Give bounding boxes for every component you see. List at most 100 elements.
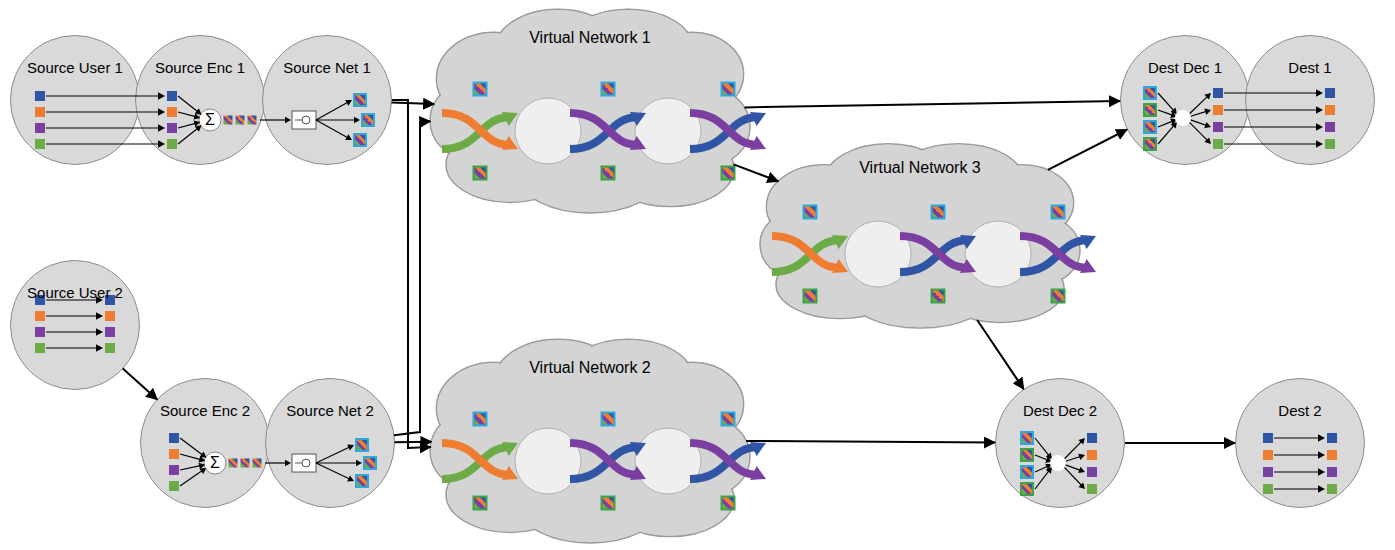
packet-square <box>722 497 735 510</box>
flow-line <box>46 143 159 144</box>
node-title: Source Net 1 <box>262 59 392 76</box>
packet-square <box>167 139 177 149</box>
circle-outline <box>135 35 265 165</box>
sum-symbol: Σ <box>210 455 220 471</box>
network-node <box>635 98 701 164</box>
node-circle: Source Net 2 <box>265 378 395 508</box>
cloud-fill <box>431 414 506 488</box>
virtual-network-cloud: Virtual Network 3 <box>760 140 1080 330</box>
packet-square <box>1087 433 1097 443</box>
flow-line <box>1274 437 1319 438</box>
connector-arrow <box>1048 130 1127 170</box>
cloud-fill <box>761 211 836 278</box>
node-circle: Dest Dec 1 <box>1120 35 1250 165</box>
network-node <box>515 98 581 164</box>
flow-line <box>1274 454 1319 455</box>
packet-square <box>1263 467 1273 477</box>
arrow-head <box>750 112 766 126</box>
packet-square <box>1263 433 1273 443</box>
packet-square <box>105 343 115 353</box>
packet-square <box>229 459 238 468</box>
packet-square <box>35 311 45 321</box>
circle-outline <box>265 378 395 508</box>
node-title: Source Net 2 <box>265 402 395 419</box>
packet-square <box>224 116 233 125</box>
packet-square <box>722 83 735 96</box>
arrow-head <box>750 136 766 150</box>
flow-line <box>46 315 97 316</box>
decoder-dot <box>1050 455 1066 471</box>
router-icon <box>302 459 310 467</box>
arrow-head <box>1080 259 1096 273</box>
connector-arrow <box>745 101 1121 107</box>
packet-square <box>356 439 368 451</box>
packet-square <box>35 139 45 149</box>
circle-outline <box>10 35 140 165</box>
packet-square <box>1325 88 1335 98</box>
packet-square <box>35 343 45 353</box>
sum-symbol: Σ <box>205 112 215 128</box>
packet-square <box>35 91 45 101</box>
packet-square <box>236 116 245 125</box>
packet-square <box>1144 87 1156 99</box>
packet-square <box>1325 122 1335 132</box>
node-circle: Source User 1 <box>10 35 140 165</box>
node-title: Source User 2 <box>10 284 140 301</box>
sum-circle <box>204 452 226 474</box>
connector-arrow <box>746 441 995 443</box>
flow-line <box>1274 488 1319 489</box>
packet-square <box>1263 484 1273 494</box>
network-node <box>635 428 701 494</box>
node-title: Dest 2 <box>1235 402 1365 419</box>
packet-square <box>1021 432 1033 444</box>
router-icon <box>295 120 302 121</box>
flow-line <box>265 462 286 463</box>
packet-square <box>932 206 945 219</box>
packet-square <box>105 311 115 321</box>
packet-square <box>1021 466 1033 478</box>
packet-square <box>1021 449 1033 461</box>
packet-square <box>1327 467 1337 477</box>
network-node <box>515 428 581 494</box>
flow-line <box>260 119 286 120</box>
flow-line <box>46 111 159 112</box>
arrow-head <box>750 466 766 480</box>
node-title: Source Enc 2 <box>140 402 270 419</box>
packet-square <box>35 107 45 117</box>
node-circle: Dest 2 <box>1235 378 1365 508</box>
packet-square <box>1213 88 1223 98</box>
packet-square <box>1087 450 1097 460</box>
packet-square <box>474 83 487 96</box>
circle-outline <box>1120 35 1250 165</box>
packet-square <box>1052 206 1065 219</box>
network-node <box>845 221 911 287</box>
flow-line <box>1224 143 1317 144</box>
packet-square <box>474 167 487 180</box>
packet-square <box>1327 433 1337 443</box>
circle-outline <box>1245 35 1375 165</box>
cloud-fill <box>447 128 573 202</box>
packet-square <box>241 459 250 468</box>
arrow-head <box>750 442 766 456</box>
packet-square <box>1325 105 1335 115</box>
packet-square <box>169 449 179 459</box>
packet-square <box>1327 450 1337 460</box>
connector-arrow <box>1125 442 1235 444</box>
packet-square <box>35 123 45 133</box>
node-title: Virtual Network 3 <box>760 159 1080 177</box>
packet-square <box>602 413 615 426</box>
circle-outline <box>995 378 1125 508</box>
packet-square <box>1213 122 1223 132</box>
packet-square <box>722 167 735 180</box>
packet-square <box>354 94 366 106</box>
node-title: Virtual Network 1 <box>430 29 750 47</box>
cloud-fill <box>431 84 506 158</box>
flow-line <box>1224 126 1317 127</box>
node-circle: Source Enc 2 <box>140 378 270 508</box>
packet-square <box>474 497 487 510</box>
packet-square <box>248 116 257 125</box>
flow-line <box>1224 92 1317 93</box>
packet-square <box>474 413 487 426</box>
arrow-head <box>1080 235 1096 249</box>
node-title: Source Enc 1 <box>135 59 265 76</box>
